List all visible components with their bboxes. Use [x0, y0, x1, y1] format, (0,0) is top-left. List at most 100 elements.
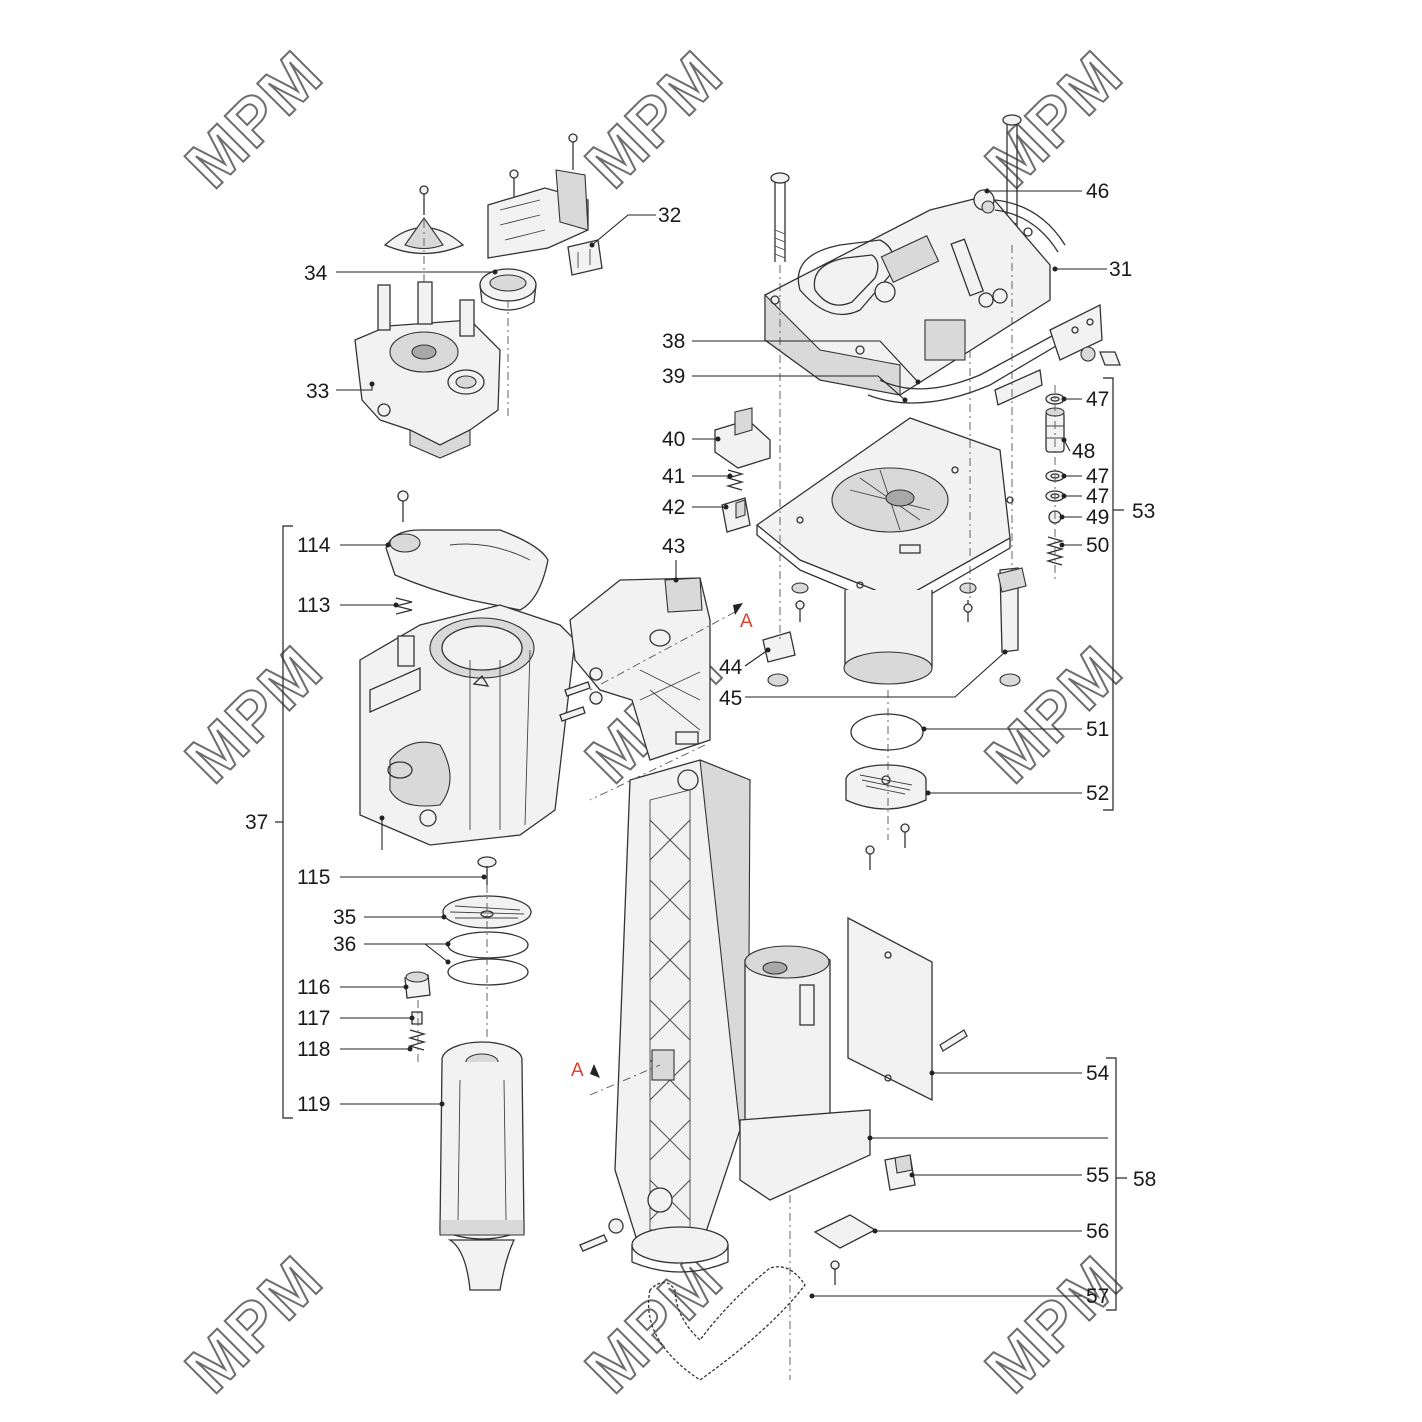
watermark-mark: MPM [971, 1241, 1136, 1406]
switch-bracket [714, 407, 771, 469]
spring-part [395, 597, 413, 615]
brew-unit-assembly [359, 490, 711, 846]
screw-icon [564, 681, 591, 697]
bolt-left [770, 172, 790, 262]
part-label-58: 58 [1133, 1168, 1156, 1191]
section-marker-label: A [740, 611, 753, 632]
part-label-56: 56 [1086, 1220, 1109, 1243]
clip-screw [1080, 346, 1121, 366]
drive-tower-assembly [579, 759, 968, 1381]
motor-part [739, 945, 871, 1201]
gear-nut-part [762, 631, 796, 687]
part-label-34: 34 [304, 262, 328, 285]
screw-icon [579, 1234, 608, 1252]
filter-cup-part [845, 764, 927, 810]
part-label-53: 53 [1132, 500, 1155, 523]
part-label-55: 55 [1086, 1164, 1109, 1187]
screw-icon [559, 706, 586, 722]
o-ring-part [447, 931, 529, 959]
pcb-board-part [847, 916, 933, 1102]
nut-part [404, 971, 431, 999]
valve-stack [1045, 385, 1065, 580]
part-label-46: 46 [1086, 180, 1109, 203]
brew-head-assembly [354, 133, 603, 459]
part-label-49: 49 [1086, 506, 1109, 529]
screw-icon [865, 845, 875, 870]
gasket-part [479, 268, 537, 311]
star-washer-part [959, 582, 977, 594]
part-label-37: 37 [245, 811, 268, 834]
side-frame [569, 577, 711, 761]
cone-cap [383, 217, 465, 300]
part-label-47: 47 [1086, 388, 1109, 411]
part-label-32: 32 [658, 204, 681, 227]
filter-cylinder-stack [404, 856, 532, 1291]
part-label-50: 50 [1086, 534, 1109, 557]
alignment-lines [417, 245, 1013, 1380]
part-label-39: 39 [662, 365, 685, 388]
holder-bracket [487, 133, 589, 259]
part-label-42: 42 [662, 496, 685, 519]
watermark-mark: MPM [171, 36, 336, 201]
filter-cylinder [439, 1041, 525, 1291]
piston-plate-assembly [714, 407, 1027, 870]
part-label-35: 35 [333, 906, 356, 929]
part-label-41: 41 [662, 465, 685, 488]
heater-block-assembly [764, 114, 1121, 406]
screw-icon [397, 490, 409, 522]
part-label-47: 47 [1086, 485, 1109, 508]
part-label-118: 118 [297, 1038, 330, 1061]
gear-pulley-part [631, 1187, 729, 1273]
washer-part [589, 691, 603, 705]
part-label-38: 38 [662, 330, 685, 353]
spring-part [407, 1029, 427, 1051]
part-label-43: 43 [662, 535, 685, 558]
leader-lines [336, 188, 1108, 1299]
drive-shaft [997, 567, 1027, 687]
part-label-44: 44 [719, 656, 743, 679]
watermark-mark: MPM [971, 631, 1136, 796]
base-plate [755, 417, 1014, 613]
piston-cylinder [843, 590, 933, 685]
o-ring-part [850, 713, 924, 751]
lever-part [385, 529, 549, 611]
brew-housing [359, 604, 576, 846]
part-label-114: 114 [297, 534, 331, 557]
part-label-40: 40 [662, 428, 685, 451]
sensor-wires [867, 303, 1103, 406]
part-label-119: 119 [297, 1093, 330, 1116]
watermark-mark: MPM [171, 1241, 336, 1406]
part-label-54: 54 [1086, 1062, 1110, 1085]
washer-part [608, 1218, 624, 1234]
microswitch-part [567, 239, 603, 276]
screw-icon [830, 1260, 840, 1285]
plate-part [813, 1214, 877, 1249]
section-marker-label: A [571, 1060, 584, 1081]
microswitch-part [884, 1154, 916, 1191]
valve-part [1045, 407, 1065, 453]
block-part [721, 497, 751, 533]
part-label-115: 115 [297, 866, 330, 889]
spring-part [725, 469, 745, 491]
part-labels: 32 34 33 46 31 38 39 40 41 42 43 44 45 4… [245, 180, 1156, 1308]
part-label-45: 45 [719, 687, 742, 710]
screw-icon [419, 185, 429, 215]
brew-head-body [354, 281, 501, 459]
watermark-mark: MPM [571, 1241, 736, 1406]
watermark-mark: MPM [971, 36, 1136, 201]
part-label-31: 31 [1109, 258, 1132, 281]
screw-icon [963, 600, 973, 622]
timing-belt-part [648, 1266, 806, 1381]
tower-body [614, 759, 751, 1251]
section-marker: A [733, 603, 753, 632]
part-label-48: 48 [1072, 440, 1095, 463]
part-label-57: 57 [1086, 1285, 1109, 1308]
part-label-36: 36 [333, 933, 356, 956]
screw-icon [795, 600, 805, 622]
part-label-116: 116 [297, 976, 330, 999]
part-label-113: 113 [297, 594, 330, 617]
screw-icon [477, 856, 497, 885]
thermostat-part [973, 189, 1066, 253]
star-washer-part [791, 582, 809, 594]
